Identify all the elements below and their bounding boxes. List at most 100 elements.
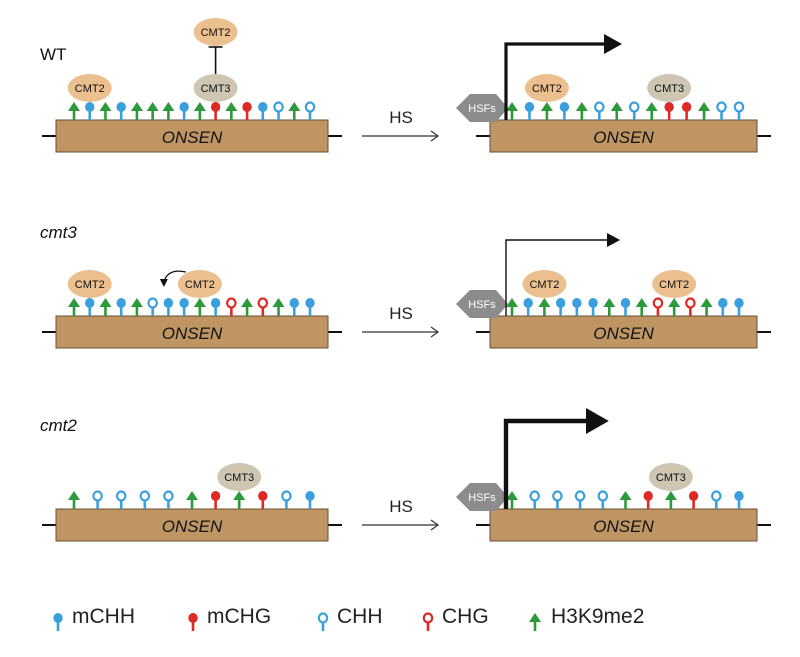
onsen-box	[55, 315, 329, 349]
mchh-mark	[163, 298, 174, 316]
h3k9me2-mark	[575, 102, 588, 120]
h3k9me2-mark	[99, 102, 112, 120]
h3k9me2-mark	[540, 102, 553, 120]
h3k9me2-mark	[186, 491, 198, 509]
onsen-box	[55, 119, 329, 153]
protein-label: CMT2	[201, 27, 231, 39]
genotype-label: cmt2	[40, 416, 77, 435]
onsen-box	[489, 119, 758, 153]
chg-mark	[685, 297, 696, 316]
protein-label: CMT2	[659, 279, 689, 291]
onsen-box	[489, 315, 758, 349]
legend-label: mCHG	[207, 605, 272, 628]
protein-label: CMT3	[201, 83, 231, 95]
cmt2-protein: CMT2	[67, 270, 112, 298]
gene-label: ONSEN	[162, 128, 223, 147]
hs-label: HS	[389, 108, 413, 127]
gene-label: ONSEN	[162, 324, 223, 343]
transcription-arrowhead	[607, 233, 621, 247]
cmt2-protein: CMT2	[652, 270, 697, 298]
mchg-mark	[210, 491, 221, 509]
mchh-mark	[258, 102, 268, 120]
h3k9me2-mark	[668, 298, 681, 316]
mchh-mark	[734, 298, 744, 316]
chh-mark	[710, 490, 722, 509]
h3k9me2-mark	[193, 298, 206, 316]
recruit-arrowhead	[159, 279, 168, 287]
hsf-diamond	[456, 483, 508, 511]
protein-label: CMT3	[656, 472, 686, 484]
h3k9me2-mark	[146, 102, 159, 120]
mchg-mark	[664, 102, 674, 120]
mchg-mark	[688, 491, 699, 509]
legend-label: mCHH	[72, 605, 135, 628]
chh-mark	[529, 490, 540, 509]
mchg-mark	[258, 491, 268, 509]
chh-legend-icon	[317, 612, 329, 631]
h3k9me2-mark	[68, 298, 80, 316]
chh-mark	[92, 490, 103, 509]
gene-label: ONSEN	[162, 517, 223, 536]
mchh-mark	[305, 298, 315, 316]
legend-item-chg: CHG	[420, 600, 489, 634]
mchh-legend-icon	[53, 613, 63, 631]
gene-panel-before: ONSEN CMT3	[42, 463, 342, 542]
mchh-mark	[85, 102, 95, 120]
h3k9me2-mark	[610, 102, 623, 120]
transcription-arrowhead	[604, 34, 622, 54]
gene-label: ONSEN	[593, 324, 654, 343]
chh-mark	[147, 297, 158, 316]
mchh-mark	[179, 298, 189, 316]
mchh-mark	[588, 298, 598, 316]
hs-label: HS	[389, 497, 413, 516]
chh-mark	[163, 490, 174, 509]
h3k9me2-mark	[506, 491, 518, 509]
protein-label: CMT3	[654, 83, 684, 95]
chh-mark	[552, 490, 563, 509]
legend-item-h3k9me2: H3K9me2	[527, 600, 644, 634]
h3k9me2-mark	[272, 298, 285, 316]
chh-mark	[139, 490, 151, 509]
mchg-mark	[681, 102, 692, 120]
mchh-mark	[572, 298, 582, 316]
h3k9me2-mark	[603, 298, 616, 316]
mchh-mark	[85, 298, 95, 316]
mchh-mark	[289, 298, 299, 316]
hsf-label: HSFs	[468, 492, 496, 504]
mchg-legend-icon	[188, 613, 198, 631]
mchh-mark	[116, 102, 126, 120]
h3k9me2-mark	[619, 491, 632, 509]
mchh-mark	[718, 298, 728, 316]
protein-label: CMT3	[224, 472, 254, 484]
cmt3-protein: CMT3	[193, 74, 238, 102]
chh-mark	[628, 101, 640, 120]
h3k9me2-mark	[68, 102, 80, 120]
mchh-mark	[210, 298, 221, 316]
h3k9me2-mark	[698, 102, 711, 120]
chg-legend-icon	[422, 612, 434, 631]
protein-label: CMT2	[75, 83, 105, 95]
legend-label: CHH	[337, 605, 383, 628]
h3k9me2-mark	[506, 298, 518, 316]
hs-arrowhead	[430, 519, 440, 531]
h3k9me2-mark	[130, 298, 143, 316]
chg-mark	[652, 297, 664, 316]
chh-mark	[716, 101, 727, 120]
hs-arrowhead	[430, 130, 440, 142]
mchh-mark	[305, 491, 315, 509]
cmt3-protein: CMT3	[648, 463, 693, 491]
mchh-mark	[555, 298, 566, 316]
mchh-mark	[620, 298, 631, 316]
h3k9me2-mark	[193, 102, 206, 120]
transcription-arrow	[505, 239, 609, 316]
mchh-mark	[523, 298, 533, 316]
h3k9me2-mark	[700, 298, 713, 316]
chh-mark	[574, 490, 586, 509]
genotype-label: WT	[40, 45, 66, 64]
mchg-mark	[188, 613, 198, 631]
h3k9me2-mark	[225, 102, 238, 120]
chh-mark	[304, 101, 316, 120]
onsen-box	[55, 508, 329, 542]
